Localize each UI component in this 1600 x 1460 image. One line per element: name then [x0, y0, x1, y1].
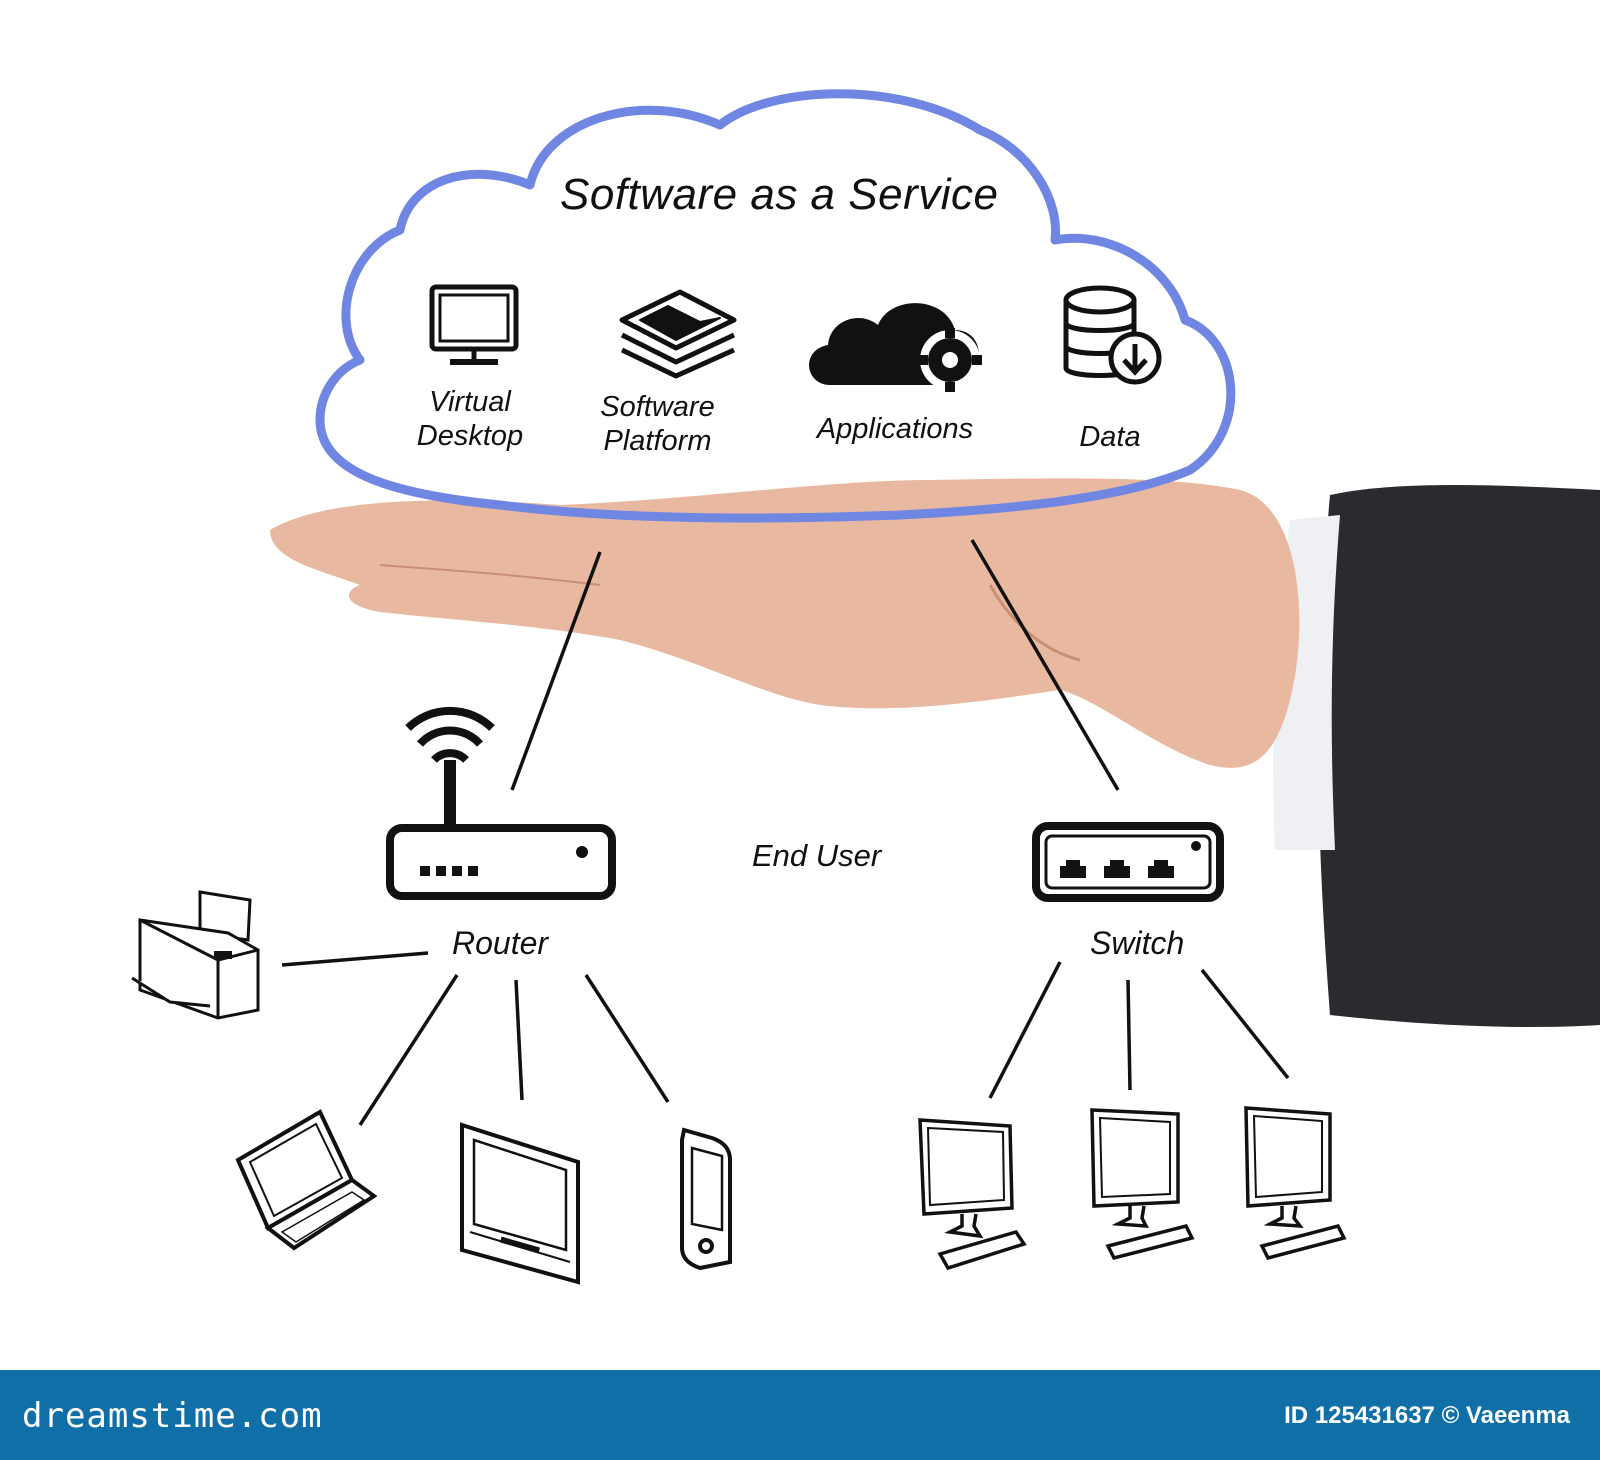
laptop-icon — [235, 1109, 378, 1251]
footer-credit: ID 125431637 © Vaeenma — [1284, 1402, 1570, 1429]
suit-sleeve — [1273, 485, 1600, 1027]
end-user-label: End User — [752, 838, 882, 873]
smartphone-icon — [680, 1127, 732, 1271]
desktop-computer-icon-3 — [1244, 1106, 1347, 1261]
database-download-icon — [1063, 285, 1162, 385]
saas-diagram: Software as a Service Virtual Desktop So… — [131, 89, 1600, 1285]
printer-icon — [131, 890, 260, 1020]
service-label-data: Data — [1079, 421, 1141, 453]
connector-lines — [281, 539, 1290, 1126]
service-label-line: Desktop — [416, 420, 524, 452]
switch-label: Switch — [1090, 925, 1185, 961]
desktop-computer-icon-1 — [918, 1118, 1027, 1271]
monitor-icon — [429, 284, 519, 365]
service-label-software-platform: Software Platform — [585, 390, 730, 458]
footer-brand: dreamstime.com — [22, 1396, 323, 1436]
desktop-computer-icon-2 — [1090, 1108, 1195, 1261]
stock-footer-bar: dreamstime.com ID 125431637 © Vaeenma — [0, 1370, 1600, 1460]
diagram-title: Software as a Service — [560, 170, 999, 219]
wifi-router-icon — [386, 706, 616, 900]
service-label-virtual-desktop: Virtual Desktop — [405, 385, 535, 453]
cloud-gear-icon — [809, 303, 982, 392]
service-label-applications: Applications — [816, 413, 974, 445]
service-label-line: Software — [600, 391, 715, 423]
service-label-line: Virtual — [429, 386, 511, 418]
router-label: Router — [452, 925, 549, 961]
layers-icon — [619, 289, 737, 379]
network-switch-icon — [1032, 822, 1224, 902]
diagram-canvas — [131, 89, 1600, 1285]
service-label-line: Platform — [603, 425, 712, 457]
cloud-outline — [315, 89, 1236, 523]
tablet-icon — [460, 1122, 580, 1285]
